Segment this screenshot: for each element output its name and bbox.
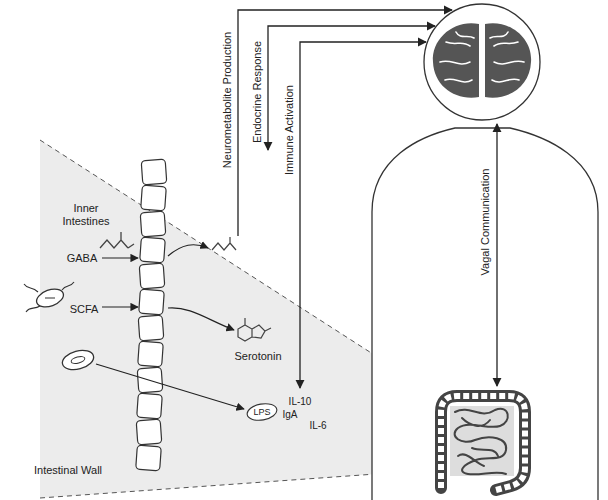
neurometabolite-molecule: [212, 237, 236, 250]
signal-label: Endocrine Response: [251, 41, 264, 143]
lps-bacterium-part: [246, 402, 278, 423]
signal-arrows-part: [238, 10, 452, 236]
molecule-label: SCFA: [70, 303, 99, 316]
intestinal-wall-part: [136, 445, 162, 471]
transport-arrows: [96, 245, 244, 409]
intestinal-wall-part: [136, 419, 162, 445]
gaba-molecule-part: [100, 232, 134, 248]
signal-arrows-part: [496, 124, 497, 386]
transport-arrows-part: [168, 245, 208, 256]
antibody-label: IgA: [282, 409, 297, 421]
intestines-part: [455, 409, 508, 475]
intestinal-wall-part: [141, 159, 167, 185]
body-outline: [372, 128, 598, 500]
scfa-bacterium-part: [24, 282, 74, 312]
intestinal-wall-part: [140, 237, 166, 263]
part-label: Intestinal Wall: [34, 464, 102, 477]
scfa-bacterium: [24, 282, 74, 312]
brain: [433, 23, 531, 97]
intestines: [441, 396, 525, 490]
intestinal-wall-part: [140, 211, 166, 237]
head-outline: [424, 4, 540, 120]
lps-bacterium: [246, 402, 278, 423]
signal-label: Immune Activation: [283, 85, 296, 175]
intestines-part: [441, 396, 525, 490]
serotonin-molecule-part: [238, 318, 271, 341]
molecule-label: GABA: [67, 252, 98, 265]
transport-arrows-part: [102, 257, 138, 258]
brain-part: [440, 32, 524, 82]
lps-source-bacterium-part: [60, 347, 96, 373]
serotonin-molecule: [238, 318, 271, 341]
neurometabolite-molecule-part: [212, 237, 236, 250]
intestinal-wall-part: [138, 341, 164, 367]
signal-arrows: [238, 10, 497, 388]
transport-arrows-part: [102, 306, 138, 307]
intestines-part: [441, 396, 525, 490]
lps-source-bacterium: [60, 347, 96, 373]
intestinal-wall-part: [141, 185, 167, 211]
intestinal-wall: [136, 159, 167, 471]
intestinal-wall-part: [137, 393, 163, 419]
head-outline-part: [424, 4, 540, 120]
signal-arrows-part: [300, 42, 426, 388]
intestines-part: [450, 406, 514, 476]
body-outline-part: [372, 128, 598, 500]
transport-arrows-part: [96, 364, 244, 409]
brain-part: [485, 23, 531, 97]
lps-source-bacterium-part: [70, 355, 85, 364]
intestinal-wall-part: [138, 315, 164, 341]
intestinal-wall-part: [139, 289, 165, 315]
toxin-label: LPS: [253, 407, 270, 417]
gaba-molecule: [100, 232, 134, 248]
intestinal-wall-part: [139, 263, 165, 289]
brain-part: [433, 23, 479, 97]
molecule-label: Serotonin: [234, 350, 281, 363]
signal-label: Neurometabolite Production: [221, 32, 234, 168]
signal-label: Vagal Communication: [479, 169, 492, 276]
panel-label: Inner Intestines: [55, 202, 117, 227]
cytokine-label: IL-6: [309, 420, 326, 432]
cytokine-label: IL-10: [289, 396, 312, 408]
transport-arrows-part: [168, 308, 234, 330]
